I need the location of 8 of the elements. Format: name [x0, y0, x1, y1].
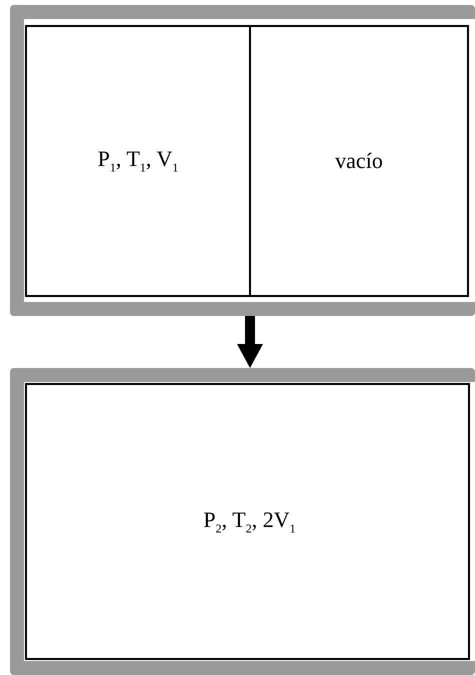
container-frame: [10, 368, 475, 675]
arrow: [237, 316, 263, 368]
state-label: vacío: [335, 148, 383, 174]
state-label: P$_{1}$, T$_{1}$, V$_{1}$: [98, 146, 178, 176]
compartment: [249, 25, 469, 297]
state-label: P$_{2}$, T$_{2}$, 2V$_{1}$: [203, 506, 296, 536]
compartment: [25, 25, 251, 297]
container-frame: [10, 5, 475, 316]
